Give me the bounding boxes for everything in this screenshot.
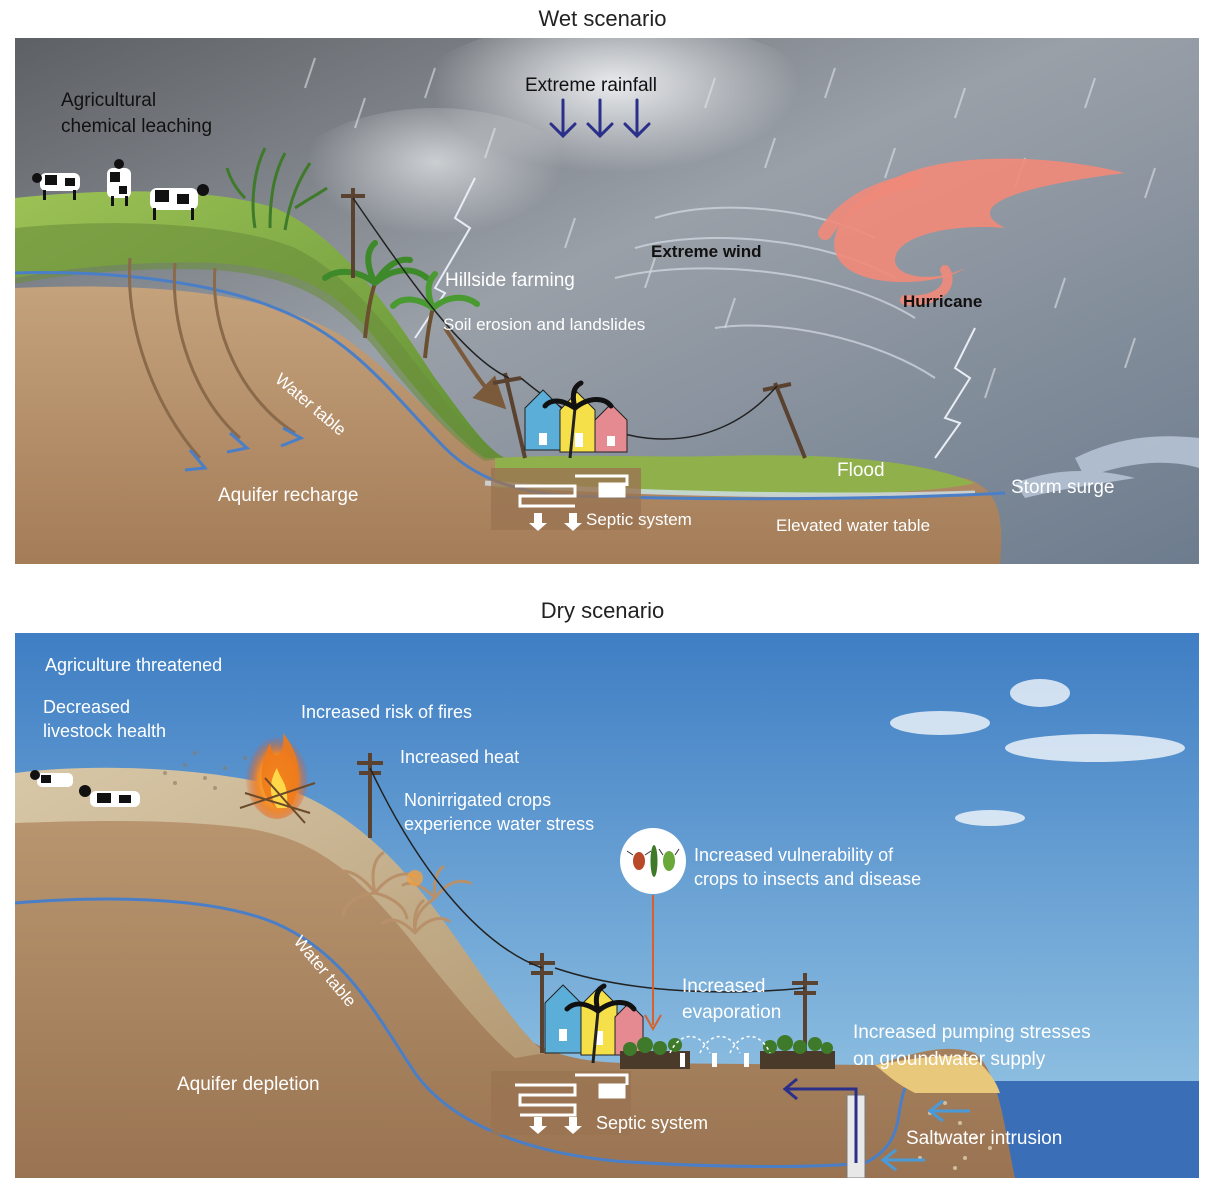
power-lines [369,767,806,993]
risk-of-fires-label: Increased risk of fires [301,702,473,722]
aquifer-depletion-label: Aquifer depletion [177,1074,320,1095]
house-icon [544,983,644,1064]
crop-bed [760,1035,835,1069]
soil-erosion-label: Soil erosion and landslides [443,315,646,334]
water-table-line [15,271,1006,501]
agricultural-leaching-label: Agricultural chemical leaching [61,90,213,137]
extreme-rainfall-label: Extreme rainfall [525,75,657,96]
cow-icon [32,173,80,200]
increased-evaporation-label: Increased evaporation [682,976,782,1023]
hurricane-icon [818,158,1125,306]
hurricane-label: Hurricane [903,292,983,311]
recharge-arrows [127,257,305,472]
sprinkler-spray [669,1035,771,1054]
extreme-wind-label: Extreme wind [651,242,762,261]
agriculture-threatened-label: Agriculture threatened [45,655,223,675]
clouds [890,679,1185,826]
utility-pole [357,753,818,1053]
insect-vulnerability-label: Increased vulnerability of crops to inse… [694,845,922,889]
septic-tank-area [491,1071,631,1135]
beach [875,1055,1000,1093]
elevated-water-table-label: Elevated water table [776,516,931,535]
septic-down-arrows [529,1117,582,1134]
septic-down-arrows [529,513,582,531]
dry-scenario-title: Dry scenario [540,598,665,623]
septic-system-label: Septic system [596,1113,709,1133]
flood-label: Flood [837,460,885,481]
dust [163,751,247,790]
cow-icon [150,184,209,220]
pumping-stresses-label: Increased pumping stresses on groundwate… [853,1022,1091,1070]
septic-pipes [515,1073,629,1117]
wet-scene-illustration [15,38,1199,564]
livestock-health-label: Decreased livestock health [43,697,167,741]
saltwater-intrusion-zone [918,1101,992,1170]
pumping-arrow [782,1077,858,1163]
crop-bed [620,1037,690,1069]
insect-arrow [644,895,662,1032]
utility-pole [341,188,807,459]
wet-scenario-panel: Agricultural chemical leaching Extreme r… [15,38,1199,564]
dry-hill [15,767,545,1058]
landslide-arrow [443,326,507,410]
saltwater-arrows [880,1099,970,1172]
septic-tank-area [491,468,641,530]
rainfall-arrows [549,98,651,139]
dry-scene-illustration [15,633,1199,1178]
hillside-farming-label: Hillside farming [445,270,575,291]
increased-heat-label: Increased heat [400,747,520,767]
nonirrigated-crops-label: Nonirrigated crops experience water stre… [404,790,595,834]
cow-icon [30,770,73,787]
wet-scenario-title: Wet scenario [538,6,667,31]
saltwater-intrusion-label: Saltwater intrusion [906,1128,1063,1149]
storm-surge-waves [1015,436,1199,498]
cow-icon [107,159,131,206]
sprinkler-heads [680,1053,749,1067]
insect-icon [626,845,680,877]
septic-pipes [515,474,629,508]
cow-icon [79,785,140,807]
septic-system-label: Septic system [586,510,692,529]
lightning-bolt [934,327,976,459]
soil-ground [15,808,1015,1178]
rain-streaks [304,57,1156,399]
crop-plants [225,147,328,231]
fire-icon [239,727,316,824]
small-fire [407,870,423,886]
aquifer-recharge-label: Aquifer recharge [218,485,359,506]
storm-surge-label: Storm surge [1011,477,1115,498]
house-icon [524,380,628,459]
dry-scenario-panel: Agriculture threatened Decreased livesto… [15,633,1199,1178]
